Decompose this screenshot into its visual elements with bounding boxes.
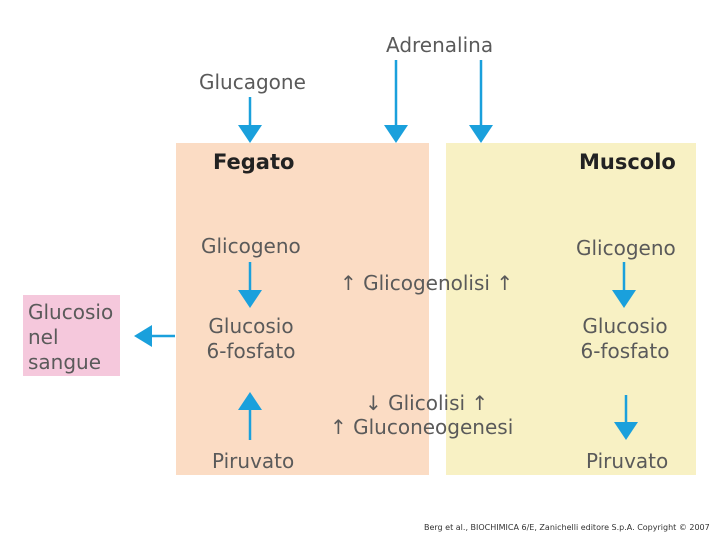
liver-g6p-line1: Glucosio — [208, 314, 294, 338]
gluconeogenesi-label: ↑ Gluconeogenesi — [330, 415, 514, 439]
arrowhead-muscle-glicogeno-g6p — [612, 290, 636, 308]
arrowhead-glucagone-liver — [238, 125, 262, 143]
fegato-title: Fegato — [213, 150, 295, 174]
blood-glucose-line1: Glucosio — [28, 300, 114, 324]
arrowhead-muscle-g6p-piruvato — [614, 422, 638, 440]
glicogenolisi-label: ↑ Glicogenolisi ↑ — [340, 271, 514, 295]
blood-glucose-line2: nel — [28, 325, 59, 349]
muscle-piruvato-label: Piruvato — [586, 449, 669, 473]
glucagone-label: Glucagone — [199, 70, 306, 94]
blood-glucose-box — [23, 295, 120, 376]
glicolisi-label: ↓ Glicolisi ↑ — [365, 391, 489, 415]
muscle-g6p-line1: Glucosio — [582, 314, 668, 338]
muscle-g6p-line2: 6-fosfato — [580, 339, 670, 363]
arrowhead-adrenalina-liver — [384, 125, 408, 143]
arrowhead-liver-piruvato-g6p — [238, 392, 262, 410]
muscolo-title: Muscolo — [579, 150, 676, 174]
muscle-panel — [446, 143, 696, 475]
liver-glicogeno-label: Glicogeno — [201, 234, 301, 258]
liver-panel — [176, 143, 429, 475]
blood-glucose-line3: sangue — [28, 350, 102, 374]
adrenalina-label: Adrenalina — [386, 33, 494, 57]
copyright-credit: Berg et al., BIOCHIMICA 6/E, Zanichelli … — [424, 523, 710, 532]
muscle-glicogeno-label: Glicogeno — [576, 236, 676, 260]
liver-piruvato-label: Piruvato — [212, 449, 295, 473]
arrowhead-liver-glicogeno-g6p — [238, 290, 262, 308]
liver-g6p-line2: 6-fosfato — [206, 339, 296, 363]
arrowhead-liver-blood — [134, 325, 152, 347]
arrowhead-adrenalina-muscle — [469, 125, 493, 143]
